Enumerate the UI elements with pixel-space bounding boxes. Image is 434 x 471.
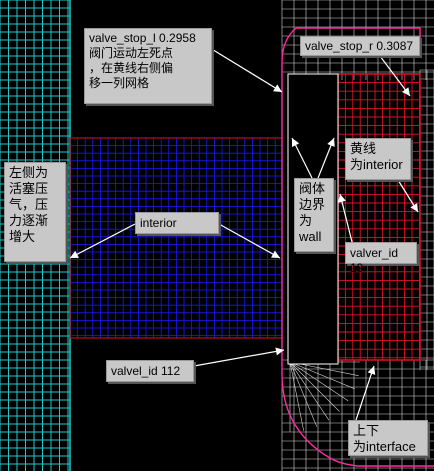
arrow-wall-left-head xyxy=(292,138,300,147)
arrow-valver-id-head xyxy=(338,194,346,203)
label-valvel-id: valvel_id 112 xyxy=(106,360,194,382)
arrow-stop-r-shaft xyxy=(379,55,411,97)
arrow-interior-left-head xyxy=(70,250,79,258)
label-yellow-line: 黄线 为interior xyxy=(345,138,411,180)
label-valve-stop-r: valve_stop_r 0.3087 xyxy=(300,36,420,56)
label-interface: 上下 为interface xyxy=(348,420,428,456)
arrow-wall-right-head xyxy=(327,138,335,147)
arrow-stop-r-head xyxy=(402,87,410,96)
arrow-valvel-id-head xyxy=(275,347,284,356)
label-interior-center: interior xyxy=(135,212,219,234)
label-valve-body: 阀体 边界 为 wall xyxy=(294,178,334,252)
outer-boundary xyxy=(281,27,434,467)
arrow-interior-left-shaft xyxy=(69,223,136,259)
arrow-valver-id-shaft xyxy=(339,193,353,243)
mesh-blue-interior xyxy=(69,137,282,338)
arrow-valvel-id-shaft xyxy=(193,349,285,367)
arrow-interior-right-head xyxy=(271,250,280,258)
arrow-interior-right-shaft xyxy=(218,223,281,259)
arrow-interface-shaft xyxy=(355,365,375,421)
label-left-side: 左侧为 活塞压 气，压 力逐渐 增大 xyxy=(4,162,66,262)
arrow-stop-l-shaft xyxy=(209,47,283,93)
label-valver-id: valver_id 19 xyxy=(345,242,417,275)
label-valve-stop-l: valve_stop_l 0.2958 阀门运动左死点 ，在黄线右侧偏 移一列网… xyxy=(84,28,212,104)
arrow-interface-head xyxy=(367,366,376,375)
mesh-red-valve xyxy=(337,73,420,360)
arrow-yellow-line-head xyxy=(410,203,418,212)
valve-body-wall xyxy=(287,73,339,365)
mesh-housing-right xyxy=(419,69,434,370)
arrow-stop-l-head xyxy=(273,84,282,92)
